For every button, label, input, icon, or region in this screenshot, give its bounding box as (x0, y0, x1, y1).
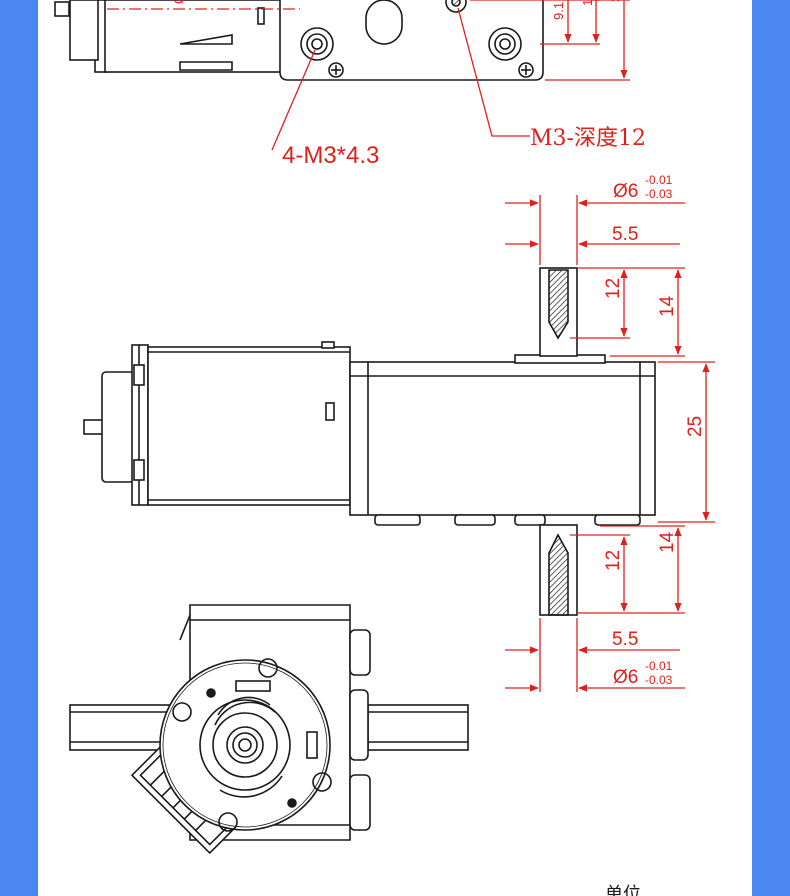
gearbox-height: 25 (685, 416, 706, 437)
shaft-length-bottom: 14 (657, 531, 678, 553)
shaft-diameter-bottom-tol-lower: -0.03 (645, 673, 673, 687)
top-view (54, 0, 544, 81)
shaft-diameter-bottom-value: Ø6 (613, 667, 638, 688)
dim-18: 18 (580, 0, 595, 6)
dim-3x: 3 (608, 0, 623, 2)
flat-width-bottom: 5.5 (612, 629, 638, 650)
shaft-length-top: 14 (657, 295, 678, 317)
diameter-label: Ø2 (171, 0, 186, 4)
unit-label: 单位 (605, 884, 641, 896)
shaft-diameter-top: Ø6 -0.01 -0.03 (613, 173, 673, 202)
shaft-diameter-top-value: Ø6 (613, 181, 638, 202)
dim-9-1: 9.1 (551, 2, 566, 20)
front-view (69, 604, 469, 855)
flat-length-top: 12 (603, 278, 624, 299)
shaft-diameter-bottom: Ø6 -0.01 -0.03 (613, 659, 673, 688)
shaft-diameter-top-tol-upper: -0.01 (645, 173, 673, 187)
mount-holes-label: 4-M3*4.3 (282, 142, 379, 169)
flat-width-top: 5.5 (612, 224, 638, 245)
side-view (83, 267, 656, 616)
side-view-dimensions (505, 195, 715, 692)
shaft-diameter-top-tol-lower: -0.03 (645, 187, 673, 201)
shaft-diameter-bottom-tol-upper: -0.01 (645, 659, 673, 673)
flat-length-bottom: 12 (603, 550, 624, 571)
shaft-hole-label: M3-深度12 (530, 126, 646, 151)
top-view-dimensions (107, 0, 630, 151)
